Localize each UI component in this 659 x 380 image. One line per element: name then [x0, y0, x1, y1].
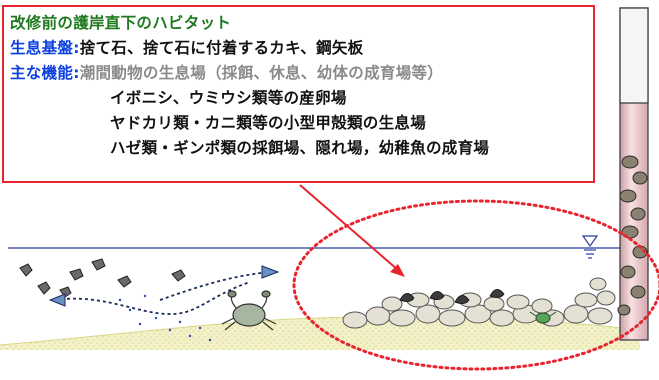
habitat-base-text: 捨て石、捨て石に付着するカキ、鋼矢板 — [79, 39, 364, 57]
habitat-base-label: 生息基盤 — [10, 39, 74, 57]
fish-path-arrow-icon — [48, 265, 280, 315]
function-item: イボニシ、ウミウシ類等の産卵場 — [110, 89, 347, 107]
water-level-icon — [581, 235, 599, 259]
callout-pointer-arrow — [299, 184, 405, 277]
hermit-crab-icon — [399, 289, 505, 304]
main-function-text: 潮間動物の生息場（採餌、休息、幼体の成育場等） — [79, 64, 444, 82]
crab-icon — [529, 311, 557, 324]
habitat-callout-box: 改修前の護岸直下のハビタット 生息基盤:捨て石、捨て石に付着するカキ、鋼矢板 主… — [2, 5, 595, 183]
main-function-separator: : — [73, 64, 80, 82]
main-function-row: 主な機能:潮間動物の生息場（採餌、休息、幼体の成育場等） — [10, 63, 443, 83]
function-item: ハゼ類・ギンポ類の採餌場、隠れ場，幼稚魚の成育場 — [110, 139, 490, 157]
larvae-dots — [118, 294, 212, 342]
callout-title: 改修前の護岸直下のハビタット — [10, 14, 232, 32]
sand-seabed — [0, 316, 640, 350]
habitat-base-separator: : — [73, 39, 80, 57]
shrimp-icon — [19, 258, 186, 298]
habitat-highlight-ellipse — [292, 199, 659, 371]
main-function-label: 主な機能 — [10, 64, 74, 82]
crab-icon — [221, 290, 277, 331]
rubble-stones — [342, 277, 616, 329]
oyster-cluster-icon — [617, 155, 648, 316]
habitat-base-row: 生息基盤:捨て石、捨て石に付着するカキ、鋼矢板 — [10, 38, 363, 58]
function-item: ヤドカリ類・カニ類等の小型甲殻類の生息場 — [110, 114, 427, 132]
